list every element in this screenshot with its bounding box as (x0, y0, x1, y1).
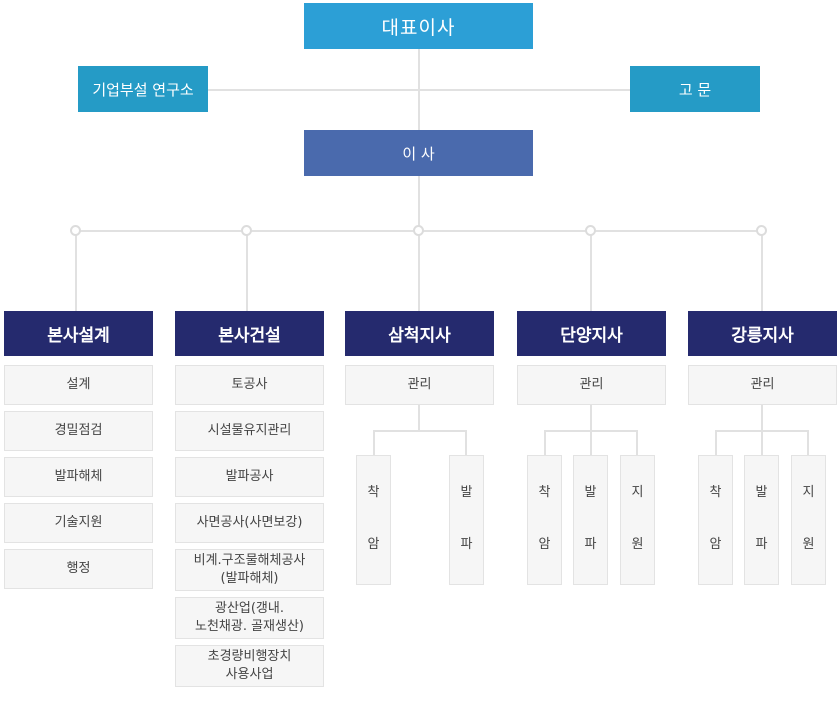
connector-gangneung-l (715, 430, 717, 455)
vertical-char: 암 (709, 537, 722, 552)
dept-head-danyang: 단양지사 (517, 311, 666, 356)
construction-item: 시설물유지관리 (175, 411, 324, 451)
gangneung-support-box: 지 원 (791, 455, 826, 585)
vertical-char: 파 (460, 537, 473, 552)
samcheok-blasting-box: 발 파 (449, 455, 484, 585)
design-item: 기술지원 (4, 503, 153, 543)
connector-samcheok-bar (373, 430, 467, 432)
vertical-char: 암 (538, 537, 551, 552)
connector-samcheok-r (465, 430, 467, 455)
junction-dot-5 (756, 225, 767, 236)
vertical-char: 파 (584, 537, 597, 552)
vertical-char: 발 (584, 485, 597, 500)
connector-samcheok-stem (418, 405, 420, 431)
construction-item: 광산업(갱내. 노천채광. 골재생산) (175, 597, 324, 639)
gangneung-blasting-box: 발 파 (744, 455, 779, 585)
ceo-box: 대표이사 (304, 3, 533, 49)
vertical-char: 파 (755, 537, 768, 552)
dept-head-construction: 본사건설 (175, 311, 324, 356)
connector-drop-5 (761, 231, 763, 311)
samcheok-manage: 관리 (345, 365, 494, 405)
connector-danyang-r (636, 430, 638, 455)
vertical-char: 착 (538, 485, 551, 500)
connector-drop-1 (75, 231, 77, 311)
vertical-char: 원 (631, 537, 644, 552)
design-item: 경밀점검 (4, 411, 153, 451)
vertical-char: 발 (460, 485, 473, 500)
design-item: 행정 (4, 549, 153, 589)
research-institute-box: 기업부설 연구소 (78, 66, 208, 112)
connector-gangneung-m (761, 430, 763, 455)
design-item: 발파해체 (4, 457, 153, 497)
danyang-blasting-box: 발 파 (573, 455, 608, 585)
design-item: 설계 (4, 365, 153, 405)
connector-side (208, 89, 630, 91)
construction-item: 비계.구조물해체공사 (발파해체) (175, 549, 324, 591)
connector-gangneung-r (807, 430, 809, 455)
construction-item: 발파공사 (175, 457, 324, 497)
vertical-char: 암 (367, 537, 380, 552)
connector-danyang-m (590, 430, 592, 455)
construction-item: 사면공사(사면보강) (175, 503, 324, 543)
junction-dot-3 (413, 225, 424, 236)
connector-drop-2 (246, 231, 248, 311)
connector-gangneung-stem (761, 405, 763, 431)
dept-head-samcheok: 삼척지사 (345, 311, 494, 356)
samcheok-drilling-box: 착 암 (356, 455, 391, 585)
connector-director-bus (418, 176, 420, 231)
vertical-char: 지 (802, 485, 815, 500)
connector-samcheok-l (373, 430, 375, 455)
connector-drop-3 (418, 231, 420, 311)
gangneung-manage: 관리 (688, 365, 837, 405)
advisor-box: 고 문 (630, 66, 760, 112)
connector-danyang-stem (590, 405, 592, 431)
vertical-char: 지 (631, 485, 644, 500)
vertical-char: 착 (367, 485, 380, 500)
connector-danyang-l (544, 430, 546, 455)
vertical-char: 원 (802, 537, 815, 552)
danyang-drilling-box: 착 암 (527, 455, 562, 585)
junction-dot-1 (70, 225, 81, 236)
vertical-char: 발 (755, 485, 768, 500)
vertical-char: 착 (709, 485, 722, 500)
junction-dot-2 (241, 225, 252, 236)
dept-head-design: 본사설계 (4, 311, 153, 356)
director-box: 이 사 (304, 130, 533, 176)
danyang-manage: 관리 (517, 365, 666, 405)
gangneung-drilling-box: 착 암 (698, 455, 733, 585)
construction-item: 토공사 (175, 365, 324, 405)
danyang-support-box: 지 원 (620, 455, 655, 585)
dept-head-gangneung: 강릉지사 (688, 311, 837, 356)
junction-dot-4 (585, 225, 596, 236)
construction-item: 초경량비행장치 사용사업 (175, 645, 324, 687)
connector-drop-4 (590, 231, 592, 311)
